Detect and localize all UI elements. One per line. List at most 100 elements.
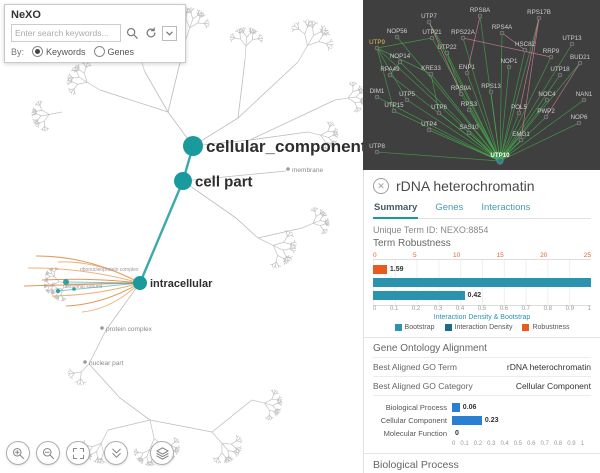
gene-label[interactable]: NOP14: [390, 53, 411, 60]
gene-label[interactable]: RPS8A: [470, 7, 491, 14]
gene-node[interactable]: [464, 70, 470, 76]
gene-node[interactable]: [522, 47, 528, 53]
tree-term-label[interactable]: ribosomal subunit: [63, 284, 103, 290]
gene-label[interactable]: UTP4: [421, 121, 437, 128]
gene-node[interactable]: [391, 108, 397, 114]
gene-node[interactable]: [429, 35, 435, 41]
gene-label[interactable]: UTP18: [550, 66, 570, 73]
tab-summary[interactable]: Summary: [373, 200, 419, 219]
gene-label[interactable]: DIM1: [370, 88, 385, 95]
tree-term-label[interactable]: intracellular: [150, 278, 213, 290]
tree-term-label[interactable]: cellular_component: [206, 137, 367, 156]
gene-label[interactable]: UTP13: [562, 35, 582, 42]
gene-label[interactable]: NAN1: [576, 91, 593, 98]
gene-node[interactable]: [436, 110, 442, 116]
tab-genes[interactable]: Genes: [435, 202, 464, 213]
gene-label[interactable]: BUD21: [570, 54, 591, 61]
gene-label[interactable]: NOC4: [538, 91, 556, 98]
gene-label[interactable]: HSC82: [515, 41, 536, 48]
gene-node[interactable]: [466, 107, 472, 113]
gene-node[interactable]: [488, 89, 494, 95]
gene-node[interactable]: [518, 137, 524, 143]
gene-node[interactable]: [426, 127, 432, 133]
radio-keywords[interactable]: Keywords: [32, 46, 86, 57]
gene-label[interactable]: UTP6: [431, 104, 447, 111]
gene-node[interactable]: [548, 54, 554, 60]
radio-genes-control[interactable]: [93, 46, 105, 57]
gene-label[interactable]: UTP9: [369, 39, 385, 46]
gene-label[interactable]: RPS13: [481, 83, 501, 90]
gene-node[interactable]: [516, 110, 522, 116]
gene-node[interactable]: [394, 34, 400, 40]
gene-label[interactable]: NOP6: [571, 114, 588, 121]
gene-node[interactable]: [374, 149, 380, 155]
gene-node[interactable]: [543, 114, 549, 120]
gene-node[interactable]: [404, 97, 410, 103]
gene-node[interactable]: [577, 60, 583, 66]
gene-label[interactable]: SAS10: [459, 124, 479, 131]
gene-node[interactable]: [536, 15, 542, 21]
gene-node[interactable]: [428, 71, 434, 77]
gene-label[interactable]: ENP1: [459, 64, 476, 71]
gene-node[interactable]: [374, 94, 380, 100]
tree-term-node[interactable]: [183, 136, 203, 156]
gene-node[interactable]: [458, 91, 464, 97]
gene-node[interactable]: [426, 19, 432, 25]
gene-node[interactable]: [499, 30, 505, 36]
gene-node[interactable]: [576, 120, 582, 126]
gene-label[interactable]: RPS3: [461, 101, 478, 108]
gene-label[interactable]: RRP9: [543, 48, 560, 55]
gene-label[interactable]: UTP22: [437, 44, 457, 51]
tree-term-label[interactable]: nuclear part: [89, 360, 124, 367]
zoom-in-button[interactable]: [6, 441, 30, 465]
gene-label[interactable]: RPS4A: [492, 24, 513, 31]
gene-label[interactable]: PWP2: [537, 108, 555, 115]
gene-node[interactable]: [397, 59, 403, 65]
gene-label[interactable]: UTP8: [369, 143, 385, 150]
gene-node[interactable]: [557, 72, 563, 78]
tree-term-label[interactable]: cell part: [195, 173, 253, 190]
gene-node[interactable]: [581, 97, 587, 103]
gene-label[interactable]: UTP7: [421, 13, 437, 20]
gene-label[interactable]: UTP15: [384, 102, 404, 109]
gene-node[interactable]: [460, 35, 466, 41]
gene-node[interactable]: [496, 157, 504, 165]
close-icon[interactable]: ✕: [373, 178, 389, 194]
gene-label[interactable]: RPS22A: [451, 29, 476, 36]
zoom-out-button[interactable]: [36, 441, 60, 465]
layers-button[interactable]: [150, 441, 174, 465]
gene-label[interactable]: RPS9A: [451, 85, 472, 92]
gene-label[interactable]: UTP5: [399, 91, 415, 98]
search-icon[interactable]: [124, 25, 140, 41]
gene-label[interactable]: RPS17B: [527, 9, 551, 16]
gene-label[interactable]: RPA49: [380, 66, 400, 73]
search-mode-dropdown[interactable]: [162, 25, 177, 41]
gene-node[interactable]: [569, 41, 575, 47]
gene-label[interactable]: KRE33: [421, 65, 441, 72]
gene-label[interactable]: NOP56: [387, 28, 408, 35]
tree-term-node[interactable]: [174, 172, 192, 190]
gene-label[interactable]: POL5: [511, 104, 527, 111]
gene-node[interactable]: [444, 50, 450, 56]
tree-term-label[interactable]: ribonucleoprotein complex: [80, 267, 139, 273]
gene-node[interactable]: [466, 130, 472, 136]
gene-label[interactable]: EMG1: [512, 131, 530, 138]
tree-term-node[interactable]: [133, 276, 147, 290]
radio-keywords-control[interactable]: [32, 46, 44, 57]
collapse-button[interactable]: [104, 441, 128, 465]
radio-genes[interactable]: Genes: [93, 46, 134, 57]
tree-term-label[interactable]: protein complex: [106, 326, 153, 333]
gene-node[interactable]: [506, 64, 512, 70]
gene-node[interactable]: [387, 72, 393, 78]
gene-label[interactable]: UTP21: [422, 29, 442, 36]
fit-view-button[interactable]: [66, 441, 90, 465]
search-input[interactable]: [11, 24, 121, 42]
reset-icon[interactable]: [143, 25, 159, 41]
tab-interactions[interactable]: Interactions: [481, 202, 531, 213]
gene-label[interactable]: NOP1: [501, 58, 518, 65]
gene-node[interactable]: [374, 45, 380, 51]
gene-node[interactable]: [544, 97, 550, 103]
gene-label[interactable]: UTP10: [490, 152, 510, 159]
tree-term-label[interactable]: membrane: [292, 167, 323, 174]
